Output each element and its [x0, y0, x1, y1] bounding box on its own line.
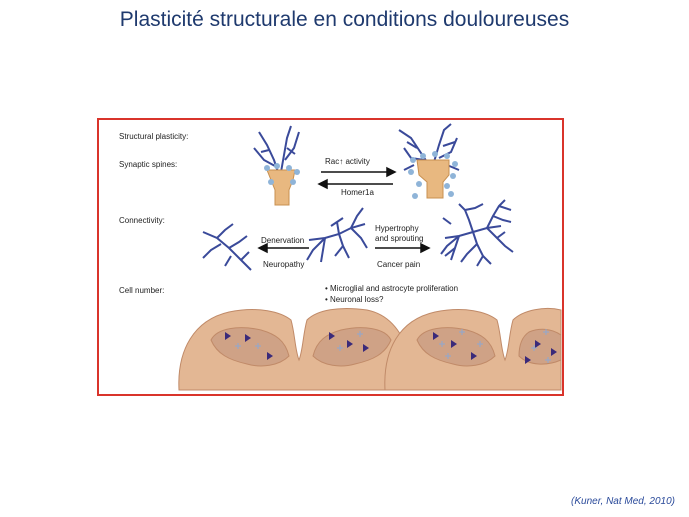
- bullet-microglial-proliferation: • Microglial and astrocyte proliferation: [325, 284, 459, 293]
- label-neuropathy: Neuropathy: [263, 260, 305, 269]
- slide-title: Plasticité structurale en conditions dou…: [119, 8, 570, 31]
- glial-cells-control: [225, 332, 369, 360]
- label-cancer-pain: Cancer pain: [377, 260, 421, 269]
- citation: (Kuner, Nat Med, 2010): [571, 496, 675, 507]
- spinal-cord-control: [178, 307, 414, 391]
- figure-frame: Structural plasticity: Synaptic spines: …: [97, 118, 564, 396]
- spine-before-head: [266, 169, 296, 206]
- spine-after-head: [416, 159, 450, 199]
- microglia-pain: [439, 329, 551, 363]
- dendrite-normal-icon: [306, 207, 368, 263]
- bullet-neuronal-loss: • Neuronal loss?: [325, 295, 384, 304]
- dendrite-denervated-icon: [202, 223, 252, 271]
- label-rac-activity: Rac↑ activity: [325, 157, 370, 166]
- label-structural-plasticity: Structural plasticity:: [119, 132, 189, 141]
- label-denervation: Denervation: [261, 236, 305, 245]
- spine-after-icon: [398, 123, 460, 171]
- label-hypertrophy: Hypertrophy: [375, 224, 419, 233]
- spine-after-dots: [408, 151, 458, 199]
- figure-illustration: [178, 123, 562, 391]
- spine-before-dots: [264, 163, 300, 185]
- homer-arrow: [317, 178, 393, 190]
- label-connectivity: Connectivity:: [119, 216, 165, 225]
- label-homer1a: Homer1a: [341, 188, 374, 197]
- label-cell-number: Cell number:: [119, 286, 165, 295]
- spine-before-icon: [253, 125, 300, 176]
- hypertrophy-arrow: [375, 242, 431, 254]
- glial-cells-pain: [433, 332, 557, 364]
- microglia-control: [235, 331, 363, 351]
- rac-arrow: [321, 166, 397, 178]
- label-sprouting: and sprouting: [375, 234, 424, 243]
- denervation-arrow: [257, 242, 309, 254]
- spinal-cord-pain: [384, 307, 562, 391]
- label-synaptic-spines: Synaptic spines:: [119, 160, 178, 169]
- dendrite-hypertrophic-icon: [440, 199, 514, 267]
